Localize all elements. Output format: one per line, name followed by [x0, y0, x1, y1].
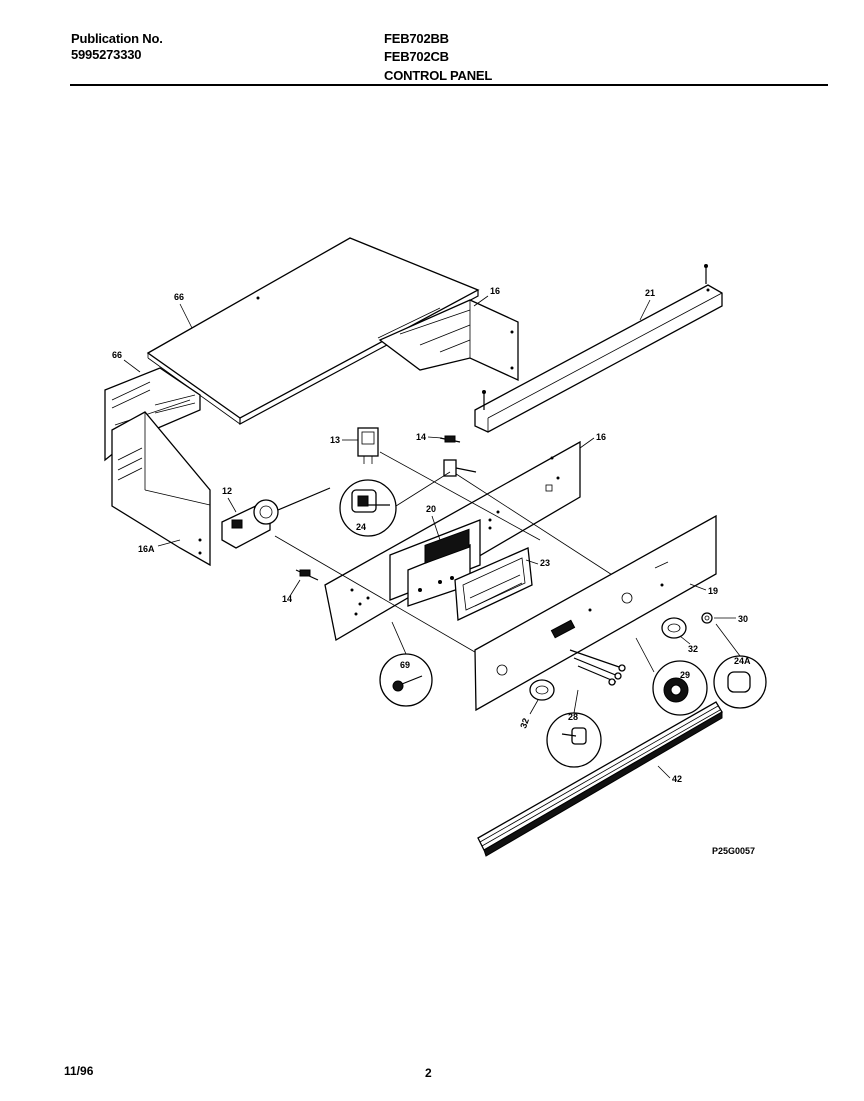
callout-42: 42	[672, 774, 682, 784]
clock-timer-part	[389, 519, 481, 607]
callout-23: 23	[540, 558, 550, 568]
display-bezel-part	[454, 547, 533, 621]
upper-bracket-part	[378, 299, 519, 382]
callout-16A: 16A	[138, 544, 155, 554]
detail-24A-circle	[713, 623, 767, 709]
callout-28: 28	[568, 712, 578, 722]
trim-strip-part	[477, 701, 723, 857]
callout-21: 21	[645, 288, 655, 298]
detail-69-circle	[379, 621, 433, 707]
top-trim-channel-part	[474, 264, 723, 433]
callout-13: 13	[330, 435, 340, 445]
header-rule	[70, 84, 828, 86]
callout-14-lower: 14	[282, 594, 292, 604]
callout-30: 30	[738, 614, 748, 624]
right-knob-part	[661, 617, 687, 639]
upper-screw-part	[439, 435, 461, 443]
callout-16-bracket: 16	[596, 432, 606, 442]
callout-24: 24	[356, 522, 366, 532]
publication-number: 5995273330	[71, 47, 142, 62]
section-title: CONTROL PANEL	[384, 68, 493, 83]
model-number-1: FEB702BB	[384, 31, 449, 46]
callout-20: 20	[426, 504, 436, 514]
publication-label: Publication No.	[71, 31, 163, 46]
switch-part	[357, 427, 379, 464]
detail-24-circle	[339, 471, 451, 537]
model-number-2: FEB702CB	[384, 49, 449, 64]
callout-69: 69	[400, 660, 410, 670]
callout-12: 12	[222, 486, 232, 496]
callout-32-left: 32	[518, 717, 531, 730]
callout-19: 19	[708, 586, 718, 596]
footer-date: 11/96	[64, 1064, 94, 1078]
oven-sensor-part	[221, 487, 331, 549]
lower-screw-part	[295, 569, 319, 581]
callout-29: 29	[680, 670, 690, 680]
left-knob-part	[529, 679, 555, 701]
figure-code: P25G0057	[712, 846, 755, 856]
lower-left-bracket-part	[111, 411, 211, 567]
detail-29-circle	[635, 637, 708, 716]
shaft-part	[569, 649, 626, 686]
page-number: 2	[425, 1066, 432, 1080]
detail-28-circle	[546, 689, 602, 768]
nut-part	[701, 612, 713, 624]
callout-24A: 24A	[734, 656, 751, 666]
bracket-stem-part	[443, 459, 477, 477]
callout-66-side: 66	[112, 350, 122, 360]
callout-32-right: 32	[688, 644, 698, 654]
callout-16-upper: 16	[490, 286, 500, 296]
callout-14-upper: 14	[416, 432, 426, 442]
front-control-panel-part	[474, 514, 717, 712]
callout-66-cover: 66	[174, 292, 184, 302]
top-cover-part	[146, 237, 480, 426]
